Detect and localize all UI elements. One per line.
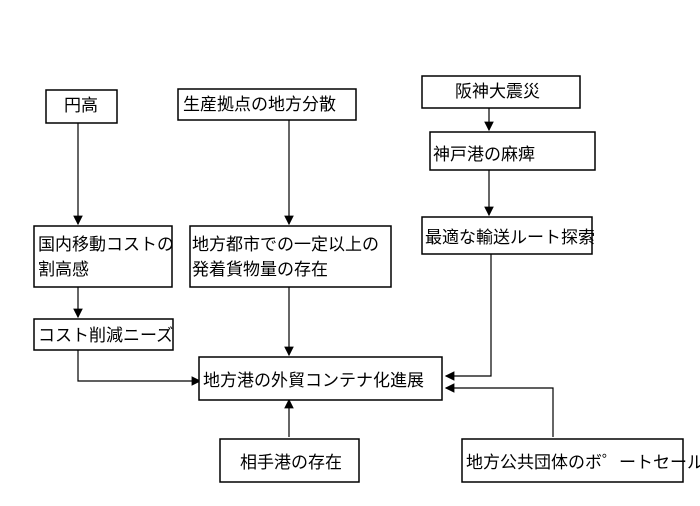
box-seisan — [177, 88, 357, 121]
label-kokunai-line1: 国内移動コストの — [38, 235, 174, 255]
box-saiteki — [421, 216, 593, 255]
box-chihou — [189, 225, 392, 288]
label-seisan: 生産拠点の地方分散 — [183, 95, 336, 115]
label-aite: 相手港の存在 — [240, 453, 342, 473]
box-hanshin — [421, 75, 581, 109]
box-center — [198, 356, 443, 401]
box-cost — [33, 318, 174, 351]
box-kobe — [429, 131, 596, 171]
label-center: 地方港の外貿コンテナ化進展 — [203, 371, 424, 391]
arrow-saiteki-to-center — [444, 254, 492, 381]
box-aite — [219, 438, 360, 483]
label-chihou-line2: 発着貨物量の存在 — [192, 260, 328, 280]
label-saiteki: 最適な輸送ルート探索 — [425, 228, 595, 248]
label-port-sales: 地方公共団体のボ゜ートセールス — [466, 453, 700, 473]
label-hanshin: 阪神大震災 — [455, 82, 540, 102]
arrow-port-sales-to-center — [444, 383, 554, 437]
label-kobe: 神戸港の麻痺 — [433, 145, 535, 165]
box-port-sales — [461, 438, 684, 483]
arrow-cost-to-center — [77, 350, 202, 386]
label-chihou-line1: 地方都市での一定以上の — [192, 235, 379, 255]
box-kokunai — [33, 225, 173, 288]
box-endaka — [45, 89, 118, 124]
label-kokunai-line2: 割高感 — [38, 260, 89, 280]
label-endaka: 円高 — [64, 96, 98, 116]
label-cost: コスト削減ニーズ — [38, 326, 173, 346]
